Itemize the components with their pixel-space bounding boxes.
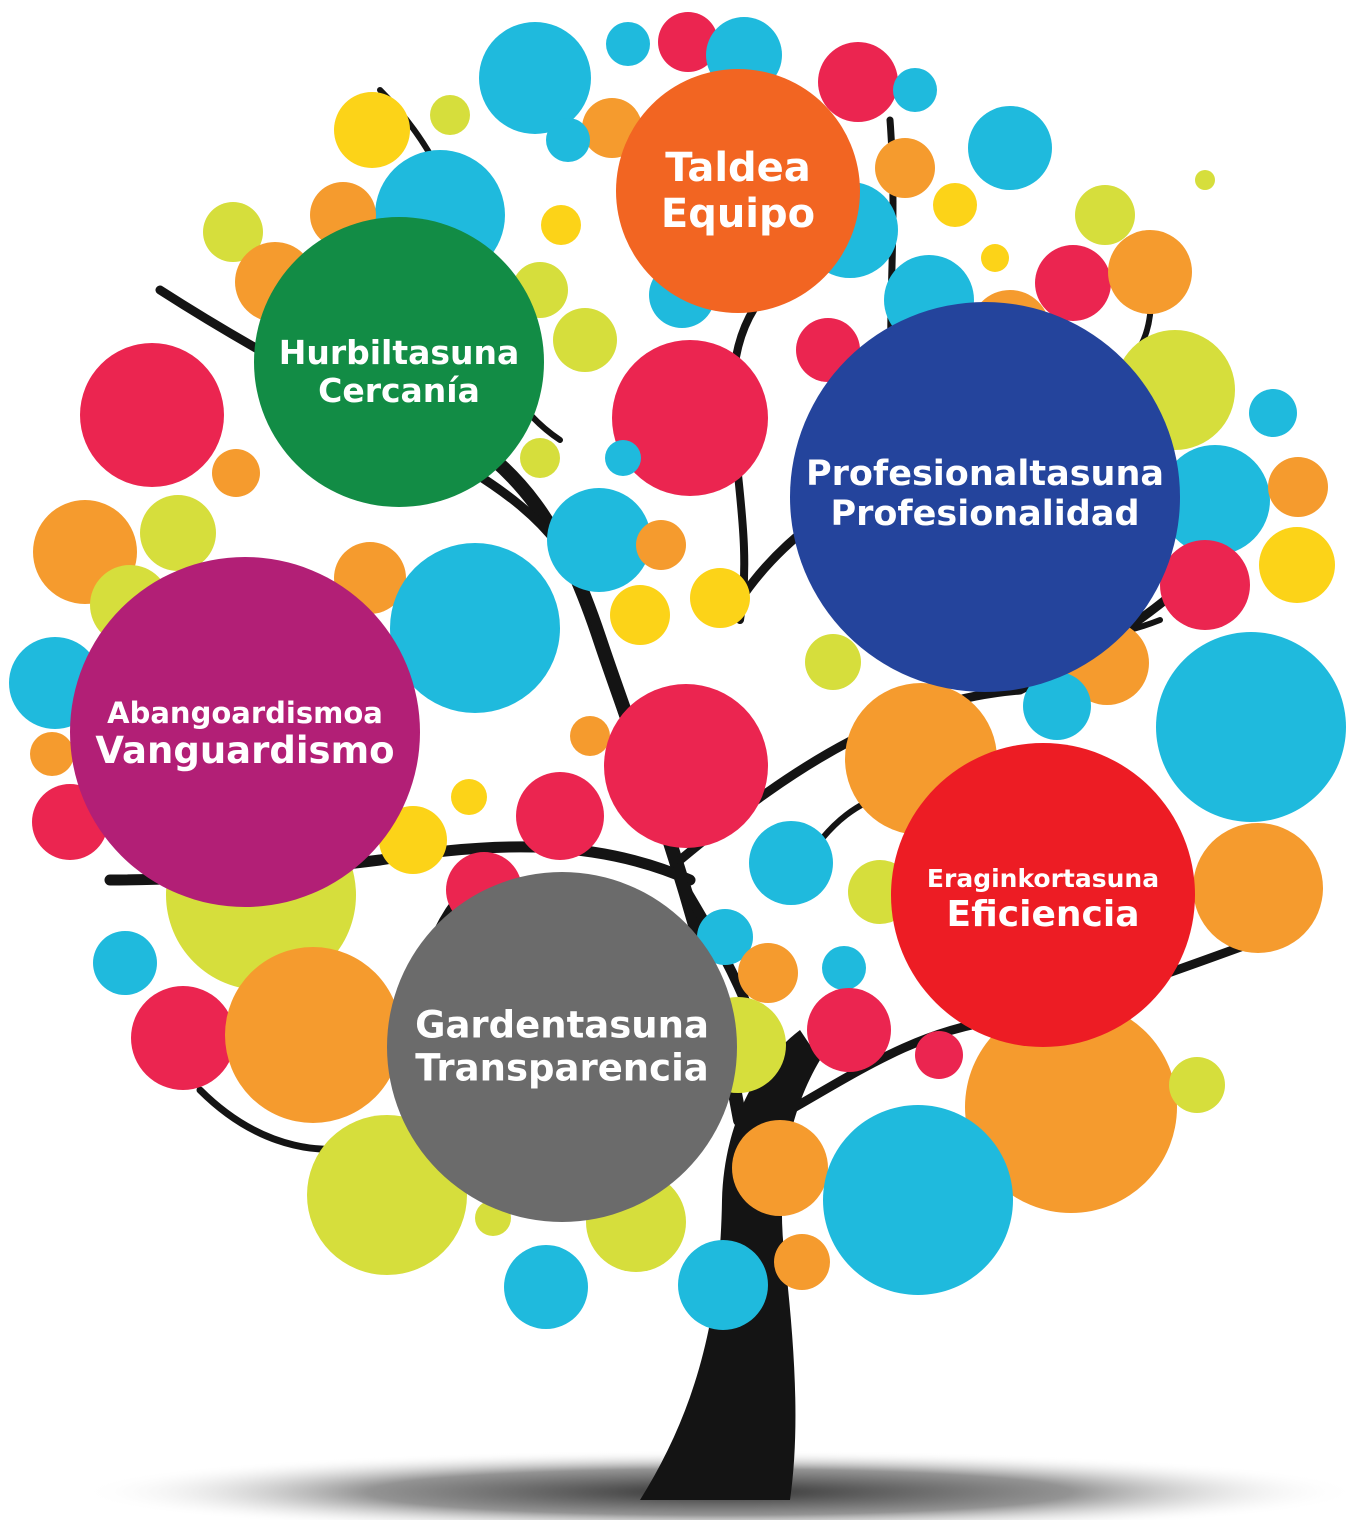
value-spanish-profesionaltasuna: Profesionalidad (830, 494, 1140, 534)
dot-yellow-62 (379, 806, 447, 874)
dot-cyan-31 (605, 440, 641, 476)
dot-cyan-69 (697, 909, 753, 965)
value-label-taldea: Taldea Equipo (661, 145, 815, 237)
dot-red-40 (80, 343, 224, 487)
dot-orange-46 (636, 520, 686, 570)
dot-red-37 (1160, 540, 1250, 630)
value-basque-eraginkortasuna: Eraginkortasuna (926, 863, 1160, 893)
dot-red-24 (1035, 245, 1111, 321)
value-spanish-eraginkortasuna: Eficiencia (946, 893, 1140, 935)
value-label-profesionaltasuna: Profesionaltasuna Profesionalidad (806, 454, 1164, 535)
value-circle-gardentasuna (387, 872, 737, 1222)
dot-red-2 (658, 12, 718, 72)
dot-lime-42 (140, 495, 216, 571)
dot-yellow-48 (690, 568, 750, 628)
dot-lime-26 (1195, 170, 1215, 190)
value-label-eraginkortasuna: Eraginkortasuna Eficiencia (926, 863, 1160, 935)
dot-cyan-51 (1023, 672, 1091, 740)
dot-cyan-85 (678, 1240, 768, 1330)
dot-red-61 (516, 772, 604, 860)
dot-cyan-84 (504, 1245, 588, 1329)
value-label-hurbiltasuna: Hurbiltasuna Cercanía (279, 334, 520, 410)
value-circle-profesionaltasuna (790, 302, 1180, 692)
dot-yellow-6 (334, 92, 410, 168)
value-basque-hurbiltasuna: Hurbiltasuna (278, 333, 520, 373)
value-label-abangoardismoa: Abangoardismoa Vanguardismo (95, 696, 395, 773)
dot-orange-58 (30, 732, 74, 776)
dot-red-30 (612, 340, 768, 496)
dot-lime-78 (1169, 1057, 1225, 1113)
value-spanish-hurbiltasuna: Cercanía (318, 371, 480, 410)
value-basque-profesionaltasuna: Profesionaltasuna (806, 453, 1164, 494)
dot-orange-73 (225, 947, 401, 1123)
value-basque-taldea: Taldea (665, 145, 811, 191)
dot-yellow-60 (451, 779, 487, 815)
dot-lime-49 (805, 634, 861, 690)
dot-red-72 (131, 986, 235, 1090)
dot-yellow-20 (933, 183, 977, 227)
value-circle-eraginkortasuna (891, 743, 1195, 1047)
dot-cyan-21 (968, 106, 1052, 190)
dot-cyan-35 (1160, 445, 1270, 555)
dot-orange-19 (875, 138, 935, 198)
dot-red-4 (818, 42, 898, 122)
value-basque-abangoardismoa: Abangoardismoa (107, 696, 383, 731)
value-label-gardentasuna: Gardentasuna Transparencia (415, 1004, 709, 1089)
value-spanish-taldea: Equipo (660, 191, 816, 237)
dot-lime-16 (553, 308, 617, 372)
branch-7 (675, 555, 1215, 865)
dot-cyan-1 (606, 22, 650, 66)
dot-red-56 (604, 684, 768, 848)
value-spanish-abangoardismoa: Vanguardismo (95, 729, 395, 773)
dot-cyan-63 (749, 821, 833, 905)
dot-red-75 (807, 988, 891, 1072)
dot-orange-82 (732, 1120, 828, 1216)
dot-cyan-5 (893, 68, 937, 112)
dot-cyan-71 (822, 946, 866, 990)
dot-cyan-0 (479, 22, 591, 134)
dot-cyan-45 (547, 488, 651, 592)
dot-cyan-52 (1156, 632, 1346, 822)
dot-lime-12 (203, 202, 263, 262)
dot-yellow-22 (981, 244, 1009, 272)
dot-orange-70 (738, 943, 798, 1003)
dot-orange-36 (1268, 457, 1328, 517)
dot-cyan-83 (823, 1105, 1013, 1295)
dot-lime-7 (430, 95, 470, 135)
dot-cyan-44 (390, 543, 560, 713)
value-basque-gardentasuna: Gardentasuna (415, 1003, 709, 1047)
dot-orange-77 (965, 1001, 1177, 1213)
dot-yellow-14 (541, 205, 581, 245)
dot-orange-55 (570, 716, 610, 756)
dot-lime-32 (520, 438, 560, 478)
dot-orange-86 (774, 1234, 830, 1290)
dot-orange-25 (1108, 230, 1192, 314)
value-circles (70, 69, 1195, 1222)
decorative-dots (9, 12, 1346, 1330)
dot-orange-65 (1193, 823, 1323, 953)
dot-orange-39 (212, 449, 260, 497)
value-circle-taldea (616, 69, 860, 313)
dot-cyan-68 (93, 931, 157, 995)
dot-cyan-9 (546, 118, 590, 162)
dot-red-76 (915, 1031, 963, 1079)
dot-yellow-38 (1259, 527, 1335, 603)
value-spanish-gardentasuna: Transparencia (415, 1046, 709, 1089)
dot-cyan-34 (1249, 389, 1297, 437)
value-circle-hurbiltasuna (254, 217, 544, 507)
dot-yellow-47 (610, 585, 670, 645)
value-circle-abangoardismoa (70, 557, 420, 907)
dot-lime-23 (1075, 185, 1135, 245)
